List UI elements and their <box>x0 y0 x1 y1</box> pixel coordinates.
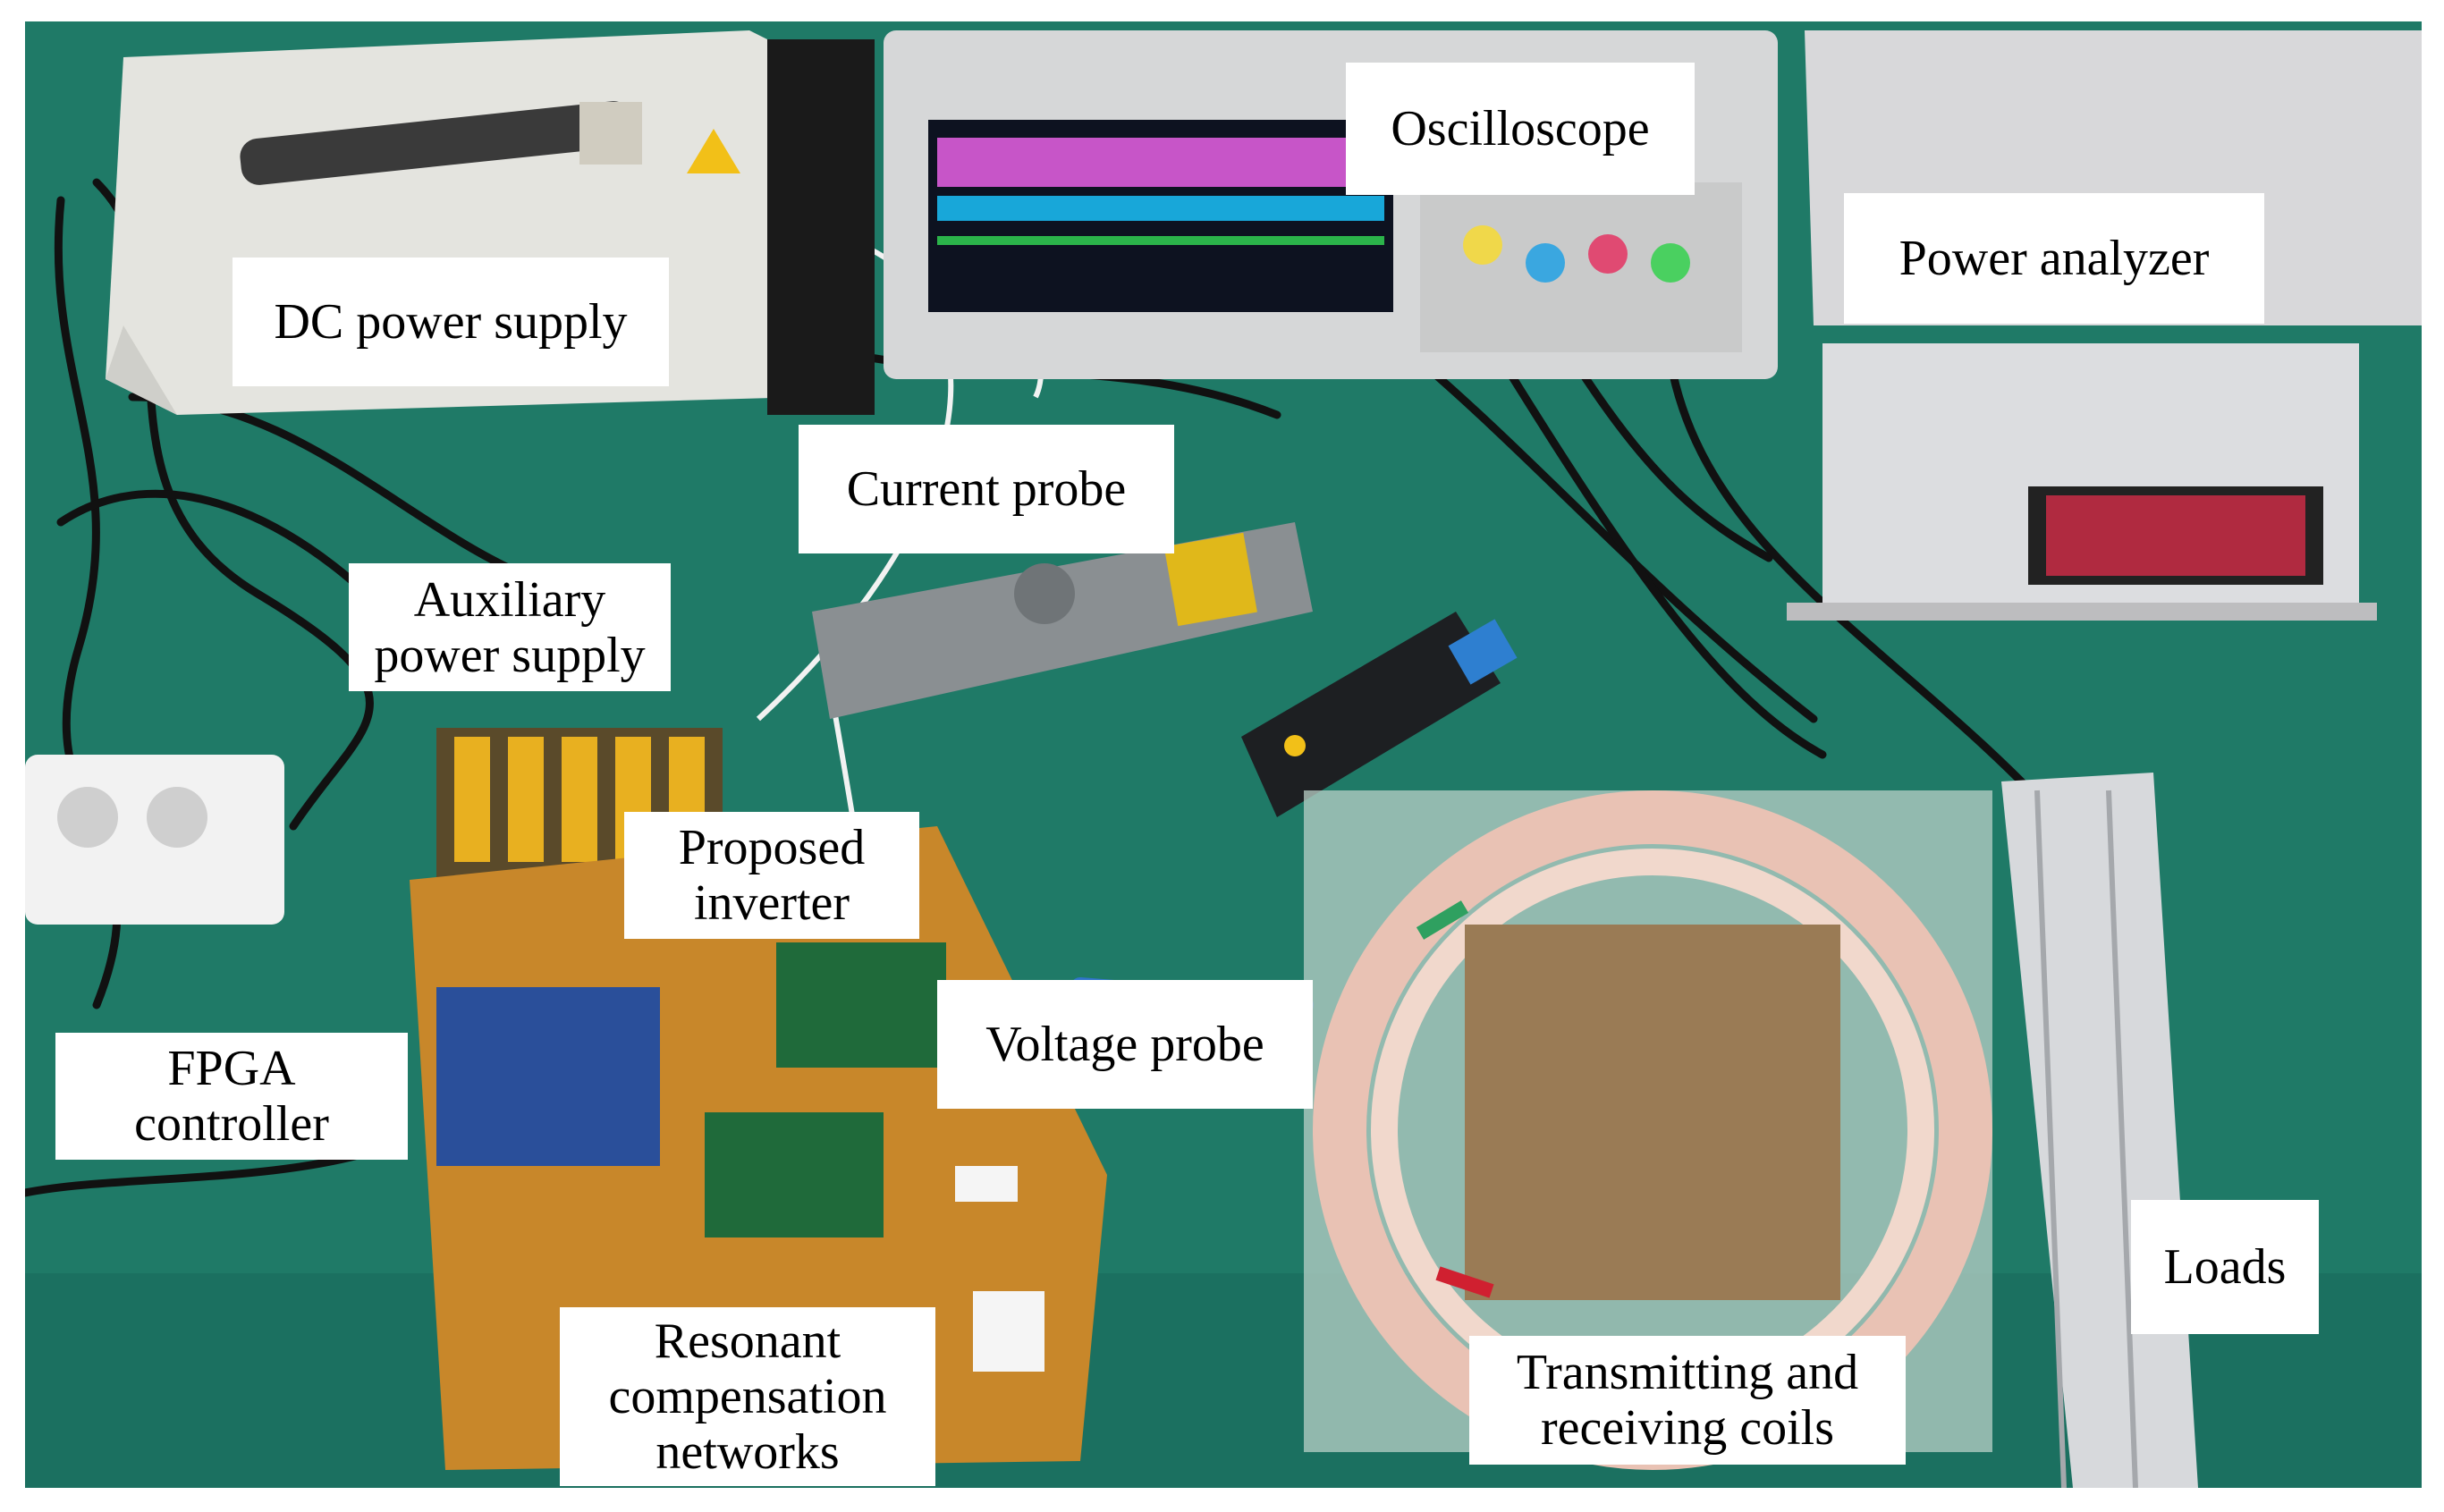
label-oscilloscope-text: Oscilloscope <box>1391 101 1650 156</box>
label-power-analyzer: Power analyzer <box>1844 193 2264 324</box>
label-fpga-line-2: controller <box>134 1096 329 1152</box>
label-proposed-inverter: Proposed inverter <box>624 812 919 939</box>
label-voltage-probe: Voltage probe <box>937 980 1313 1109</box>
label-auxiliary-line-2: power supply <box>374 627 646 683</box>
label-resonant-compensation-networks: Resonant compensation networks <box>560 1307 935 1486</box>
label-resonant-line-2: compensation <box>608 1369 887 1424</box>
label-dc-power-supply: DC power supply <box>233 258 669 386</box>
label-loads: Loads <box>2131 1200 2319 1334</box>
label-inverter-line-1: Proposed <box>678 820 866 875</box>
label-resonant-line-3: networks <box>655 1424 840 1480</box>
label-coils-line-1: Transmitting and <box>1516 1345 1859 1400</box>
label-oscilloscope: Oscilloscope <box>1346 63 1695 195</box>
label-inverter-line-2: inverter <box>693 875 850 931</box>
label-auxiliary-line-1: Auxiliary <box>413 571 606 628</box>
label-current-probe: Current probe <box>799 425 1174 553</box>
voltage-probe-device <box>1241 612 1518 817</box>
power-strip <box>25 755 284 925</box>
label-resonant-line-1: Resonant <box>654 1313 841 1369</box>
label-auxiliary-power-supply: Auxiliary power supply <box>349 563 671 691</box>
current-probe-device <box>812 522 1313 719</box>
label-loads-text: Loads <box>2163 1239 2287 1295</box>
label-voltage-probe-text: Voltage probe <box>985 1017 1264 1072</box>
label-current-probe-text: Current probe <box>846 461 1127 517</box>
label-coils-line-2: receiving coils <box>1540 1400 1835 1456</box>
label-transmitting-receiving-coils: Transmitting and receiving coils <box>1469 1336 1906 1465</box>
power-analyzer-device <box>1787 30 2422 621</box>
label-fpga-controller: FPGA controller <box>55 1033 408 1160</box>
label-dc-power-supply-text: DC power supply <box>274 294 628 350</box>
label-power-analyzer-text: Power analyzer <box>1899 231 2210 286</box>
auxiliary-power-boards <box>436 728 723 880</box>
label-fpga-line-1: FPGA <box>167 1041 296 1096</box>
